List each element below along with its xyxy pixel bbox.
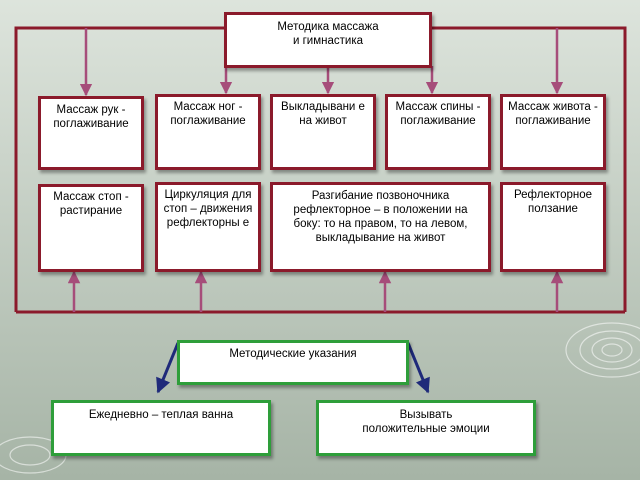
box-hand-massage: Массаж рук - поглаживание (38, 96, 144, 170)
arrow-guideline-left (156, 342, 180, 394)
box-back-massage: Массаж спины - поглаживание (385, 94, 491, 170)
box-reflex-crawling: Рефлекторное ползание (500, 182, 606, 272)
guideline-warm-bath: Ежедневно – теплая ванна (51, 400, 271, 456)
arrow-guideline-right (406, 342, 430, 394)
guidelines-box: Методические указания (177, 340, 409, 385)
box-foot-massage: Массаж стоп - растирание (38, 184, 144, 272)
box-leg-massage: Массаж ног - поглаживание (155, 94, 261, 170)
box-belly-massage: Массаж живота - поглаживание (500, 94, 606, 170)
box-lay-on-belly: Выкладывани е на живот (270, 94, 376, 170)
guideline-positive-emotions: Вызывать положительные эмоции (316, 400, 536, 456)
box-foot-circulation: Циркуляция для стоп – движения рефлектор… (155, 182, 261, 272)
title-box: Методика массажа и гимнастика (224, 12, 432, 68)
box-spine-extension: Разгибание позвоночника рефлекторное – в… (270, 182, 491, 272)
